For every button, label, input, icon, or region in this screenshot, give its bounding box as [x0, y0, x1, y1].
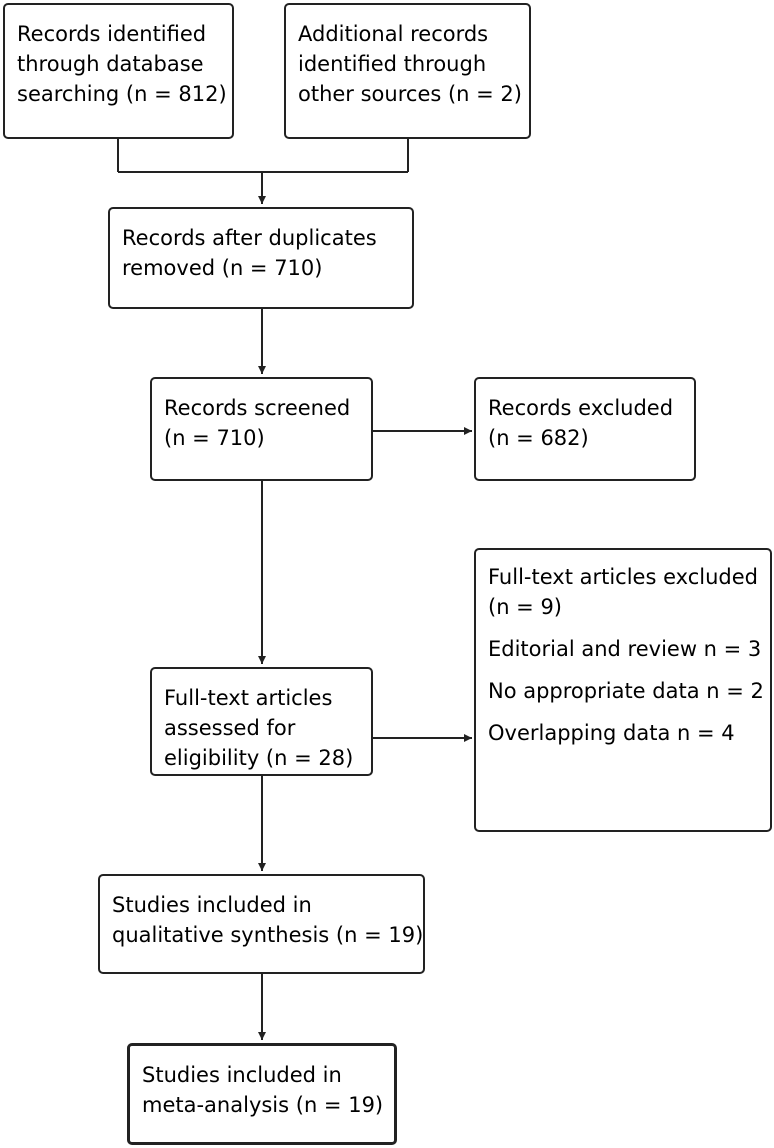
box-qualitative-synthesis: Studies included in qualitative synthesi…	[98, 874, 425, 974]
box-text: Full-text articles	[164, 686, 333, 710]
box-text: Studies included in	[112, 893, 312, 917]
box-other-sources: Additional records identified through ot…	[284, 3, 531, 139]
box-text: (n = 9)	[488, 595, 563, 619]
box-text: No appropriate data n = 2	[488, 679, 764, 703]
box-text: Overlapping data n = 4	[488, 721, 735, 745]
box-after-duplicates: Records after duplicates removed (n = 71…	[108, 207, 414, 309]
box-fulltext-excluded: Full-text articles excluded (n = 9) Edit…	[474, 548, 772, 832]
box-text: searching (n = 812)	[17, 82, 227, 106]
box-text: qualitative synthesis (n = 19)	[112, 923, 424, 947]
box-text: assessed for	[164, 716, 296, 740]
box-fulltext-assessed: Full-text articles assessed for eligibil…	[150, 667, 373, 776]
box-text: Records screened	[164, 396, 351, 420]
box-text: Records after duplicates	[122, 226, 377, 250]
box-text: meta-analysis (n = 19)	[142, 1093, 384, 1117]
box-text: Editorial and review n = 3	[488, 637, 762, 661]
box-text: Full-text articles excluded	[488, 565, 758, 589]
box-meta-analysis: Studies included in meta-analysis (n = 1…	[127, 1043, 397, 1145]
box-text: other sources (n = 2)	[298, 82, 522, 106]
box-text: Additional records	[298, 22, 489, 46]
box-text: through database	[17, 52, 204, 76]
box-text: removed (n = 710)	[122, 256, 323, 280]
box-text: (n = 682)	[488, 426, 589, 450]
box-text: identified through	[298, 52, 487, 76]
box-text: Studies included in	[142, 1063, 342, 1087]
box-text: Records excluded	[488, 396, 674, 420]
box-records-excluded: Records excluded (n = 682)	[474, 377, 696, 481]
box-text: eligibility (n = 28)	[164, 746, 354, 770]
box-records-screened: Records screened (n = 710)	[150, 377, 373, 481]
box-database-records: Records identified through database sear…	[3, 3, 234, 139]
box-text: (n = 710)	[164, 426, 265, 450]
box-text: Records identified	[17, 22, 207, 46]
